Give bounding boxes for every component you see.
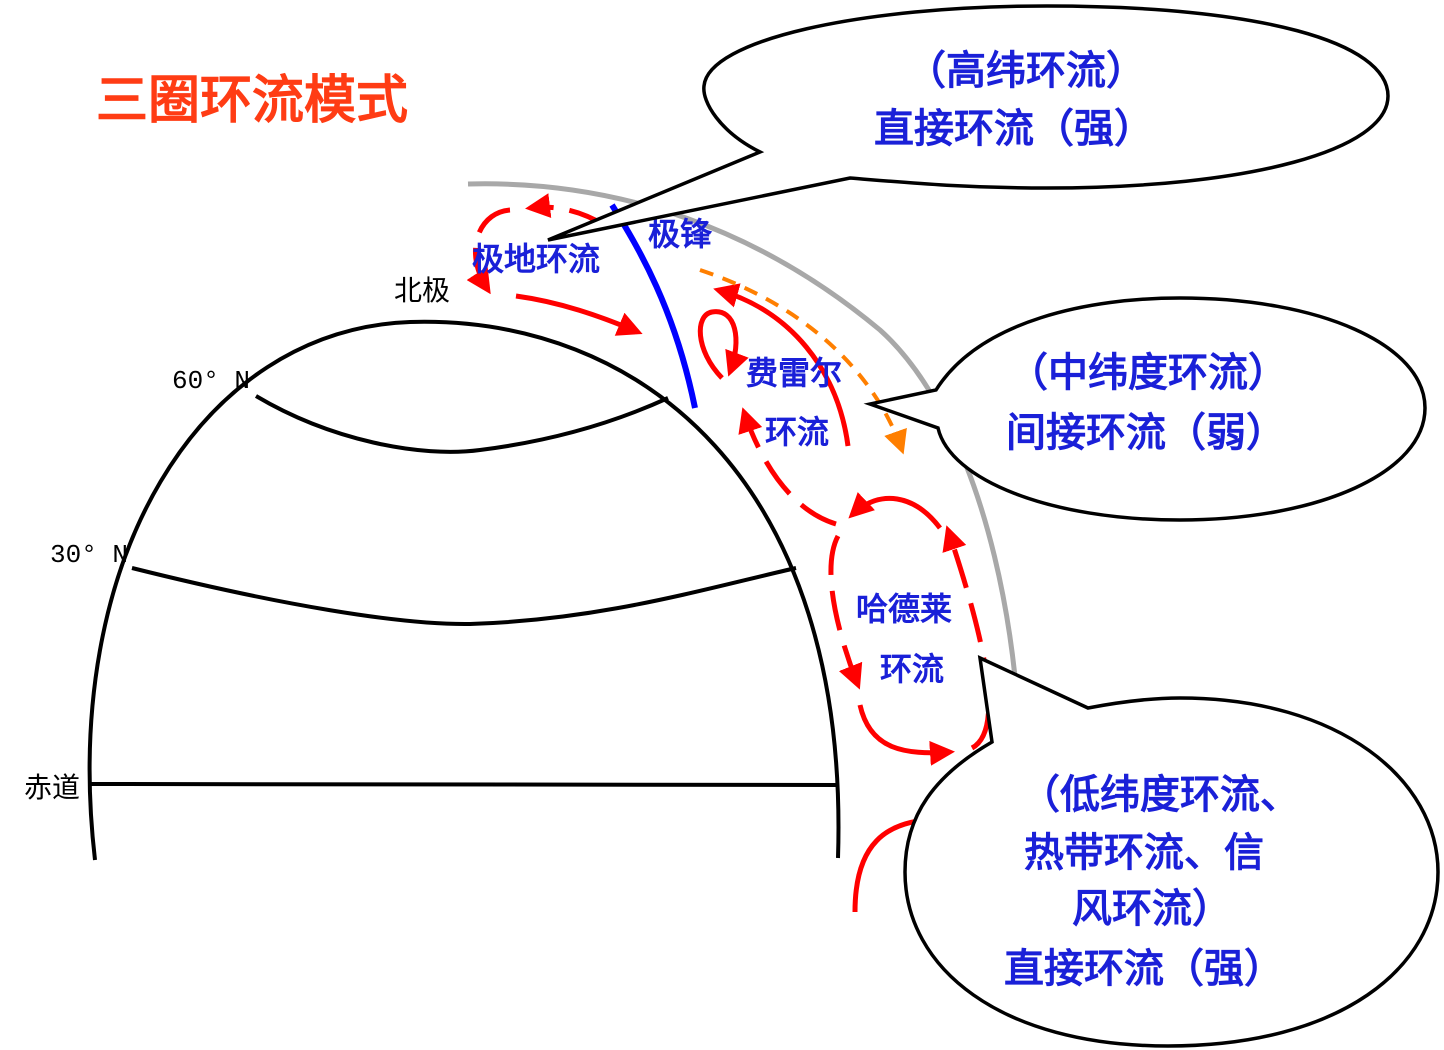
mid-latitude-callout-line1: （中纬度环流） <box>1008 349 1288 396</box>
mid-latitude-callout-line2: 间接环流（弱） <box>1006 409 1286 456</box>
latitude-30-line <box>131 566 797 627</box>
diagram-title: 三圈环流模式 <box>96 70 408 131</box>
equator-label: 赤道 <box>24 771 80 804</box>
hadley-cell-label-line2: 环流 <box>880 650 944 688</box>
hadley-cell-label-line1: 哈德莱 <box>856 590 952 628</box>
polar-cell-lower-arrow <box>515 293 643 336</box>
mid-latitude-callout: （中纬度环流） 间接环流（弱） <box>863 296 1427 522</box>
hadley-cell-left-arrow <box>828 534 863 690</box>
equator-line <box>87 782 839 787</box>
hadley-cell-right-arrow <box>942 525 992 751</box>
polar-cell-left-arrow <box>466 207 511 295</box>
hadley-cell-bottom-arrow <box>857 704 955 766</box>
low-latitude-callout-bubble <box>903 655 1440 1048</box>
high-latitude-callout-line2: 直接环流（强） <box>874 105 1154 152</box>
low-latitude-callout-line3: 风环流） <box>1072 885 1232 932</box>
mid-latitude-callout-bubble <box>863 296 1427 522</box>
low-latitude-callout-line4: 直接环流（强） <box>1004 945 1284 992</box>
latitude-60-line <box>254 394 669 454</box>
ferrel-cell-return-arrow <box>738 407 837 527</box>
latitude-30-label: 30° N <box>50 540 128 570</box>
low-latitude-callout-line1: （低纬度环流、 <box>1020 771 1300 818</box>
low-latitude-callout-line2: 热带环流、信 <box>1024 829 1264 876</box>
low-latitude-callout: （低纬度环流、 热带环流、信 风环流） 直接环流（强） <box>903 655 1440 1048</box>
globe-outline <box>87 319 841 861</box>
polar-front-label: 极锋 <box>648 215 713 253</box>
hadley-cell-top-arrow <box>848 492 942 530</box>
ferrel-dashed-orange-arrow <box>699 268 907 455</box>
ferrel-cell-label-line2: 环流 <box>765 413 829 451</box>
high-latitude-callout-line1: （高纬环流） <box>906 47 1146 94</box>
high-latitude-callout: （高纬环流） 直接环流（强） <box>547 4 1390 242</box>
north-pole-label: 北极 <box>394 274 450 307</box>
globe <box>87 319 841 861</box>
polar-cell-label: 极地环流 <box>472 240 600 278</box>
ferrel-cell-inner-loop <box>697 309 749 380</box>
ferrel-cell-label-line1: 费雷尔 <box>746 354 842 392</box>
high-latitude-callout-bubble <box>547 4 1390 242</box>
ferrel-cell-outer-arrow <box>713 283 851 447</box>
ferrel-cell-arrows <box>697 283 851 527</box>
latitude-60-label: 60° N <box>172 366 250 396</box>
